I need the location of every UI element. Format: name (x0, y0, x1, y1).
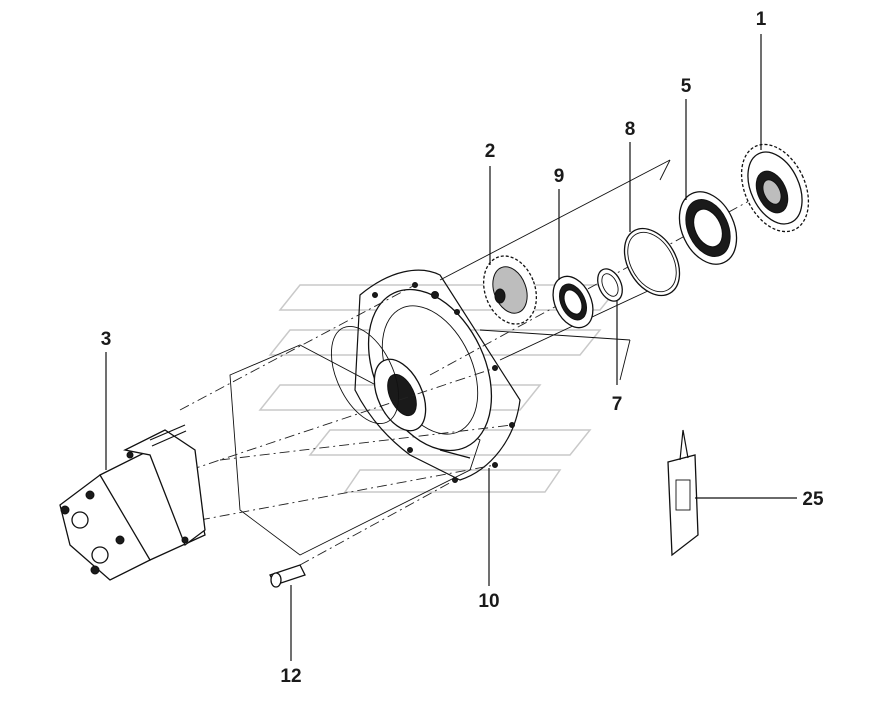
callout-10: 10 (478, 591, 499, 612)
bearing-9 (552, 275, 594, 329)
callout-3: 3 (101, 329, 112, 350)
bolt-12 (269, 564, 306, 588)
retaining-ring-7 (597, 268, 623, 302)
callout-1: 1 (756, 9, 767, 30)
bearing-5 (678, 191, 738, 265)
o-ring-8 (623, 227, 681, 297)
callout-25: 25 (802, 489, 824, 510)
callout-labels: 1 2 3 5 7 8 9 10 12 25 (101, 9, 824, 687)
callout-7: 7 (612, 394, 623, 415)
leader-lines (105, 34, 797, 661)
assembly-lines (179, 159, 761, 566)
housing-10 (229, 269, 521, 556)
callout-12: 12 (280, 666, 301, 687)
hydraulic-motor-3 (59, 424, 206, 581)
callout-9: 9 (554, 166, 565, 187)
callout-8: 8 (625, 119, 636, 140)
sealant-tube-25 (667, 429, 699, 557)
gear-1 (740, 143, 810, 233)
gear-2 (482, 255, 538, 325)
callout-2: 2 (485, 141, 496, 162)
callout-5: 5 (681, 76, 692, 97)
